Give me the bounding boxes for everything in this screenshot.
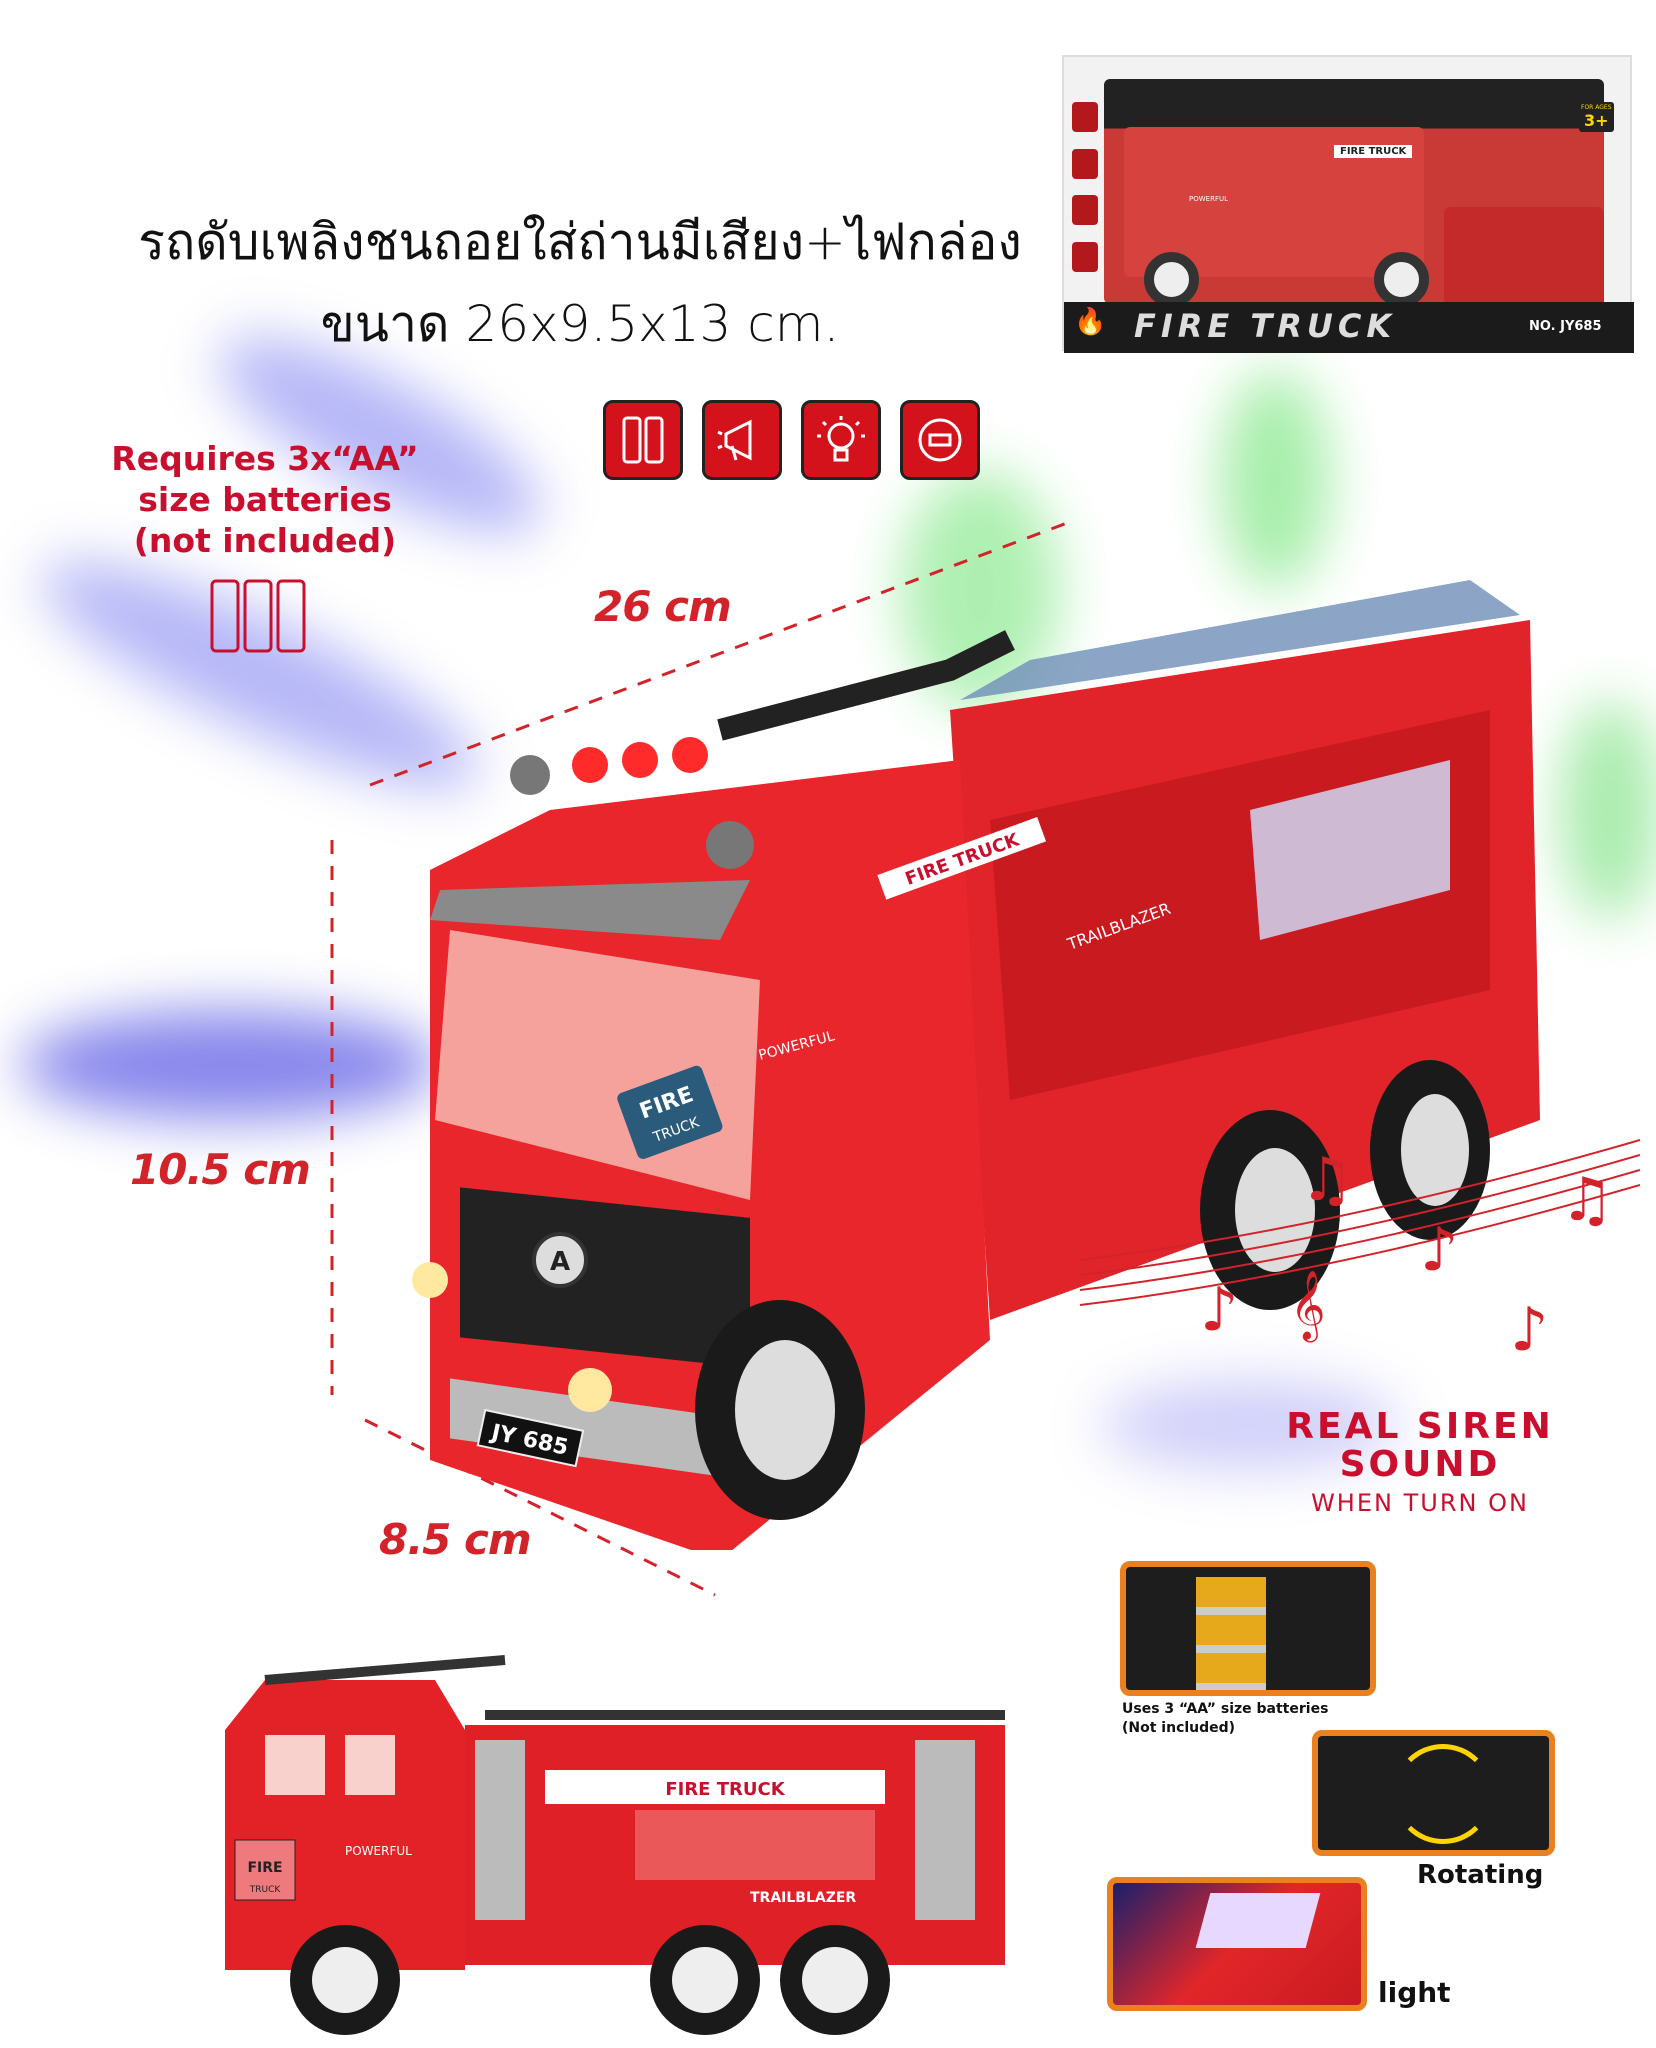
- svg-text:♪: ♪: [1200, 1275, 1238, 1345]
- caption-line: Uses 3 “AA” size batteries: [1122, 1701, 1329, 1717]
- battery-icon: [603, 400, 683, 480]
- water-cannon: [717, 630, 1015, 741]
- megaphone-icon: [1072, 148, 1098, 179]
- rotating-caption: Rotating: [1417, 1860, 1544, 1890]
- battery-icon: [1072, 102, 1098, 132]
- siren-line: REAL SIREN: [1286, 1406, 1554, 1447]
- batteries-icon: [210, 579, 306, 653]
- light-bulb-icon: [801, 400, 881, 480]
- bumper: [450, 1378, 750, 1481]
- siren-subline: WHEN TURN ON: [1311, 1489, 1529, 1517]
- green-light-beam: [1220, 370, 1330, 590]
- svg-text:♪: ♪: [1420, 1215, 1458, 1285]
- product-title-thai: รถดับเพลิงชนถอยใส่ถ่านมีเสียง+ไฟกล่อง: [138, 213, 1022, 271]
- box-decal: FIRE TRUCK: [1334, 145, 1413, 158]
- wheels: [695, 1060, 1490, 1520]
- battery-caption: Uses 3 “AA” size batteries (Not included…: [1122, 1700, 1328, 1738]
- green-light-beam: [1560, 700, 1656, 920]
- height-dimension: 10.5 cm: [130, 1145, 311, 1194]
- age-value: 3+: [1583, 111, 1609, 130]
- logo-text: A: [550, 1247, 570, 1277]
- music-notes-icon: 𝄞♫♪♫♪♪: [1080, 1139, 1640, 1365]
- powerful-decal: POWERFUL: [345, 1844, 412, 1858]
- headlight: [412, 1262, 448, 1298]
- battery-requirement: Requires 3x“AA” size batteries (not incl…: [50, 438, 480, 561]
- box-powerful-decal: POWERFUL: [1189, 195, 1228, 203]
- product-size: ขนาด 26x9.5x13 cm.: [320, 295, 840, 353]
- wheel: [1374, 252, 1429, 307]
- light-panel: [1250, 760, 1450, 940]
- light-bulb-icon: [1072, 195, 1098, 226]
- grille-logo: [532, 1232, 588, 1288]
- wheel: [1144, 252, 1199, 307]
- light-caption: light: [1378, 1976, 1451, 2009]
- age-label: FOR AGES: [1581, 104, 1612, 111]
- battery-note-line: Requires 3x“AA”: [111, 439, 419, 478]
- cab-roof: [430, 880, 750, 940]
- siren-feature: REAL SIREN SOUND WHEN TURN ON: [1240, 1408, 1600, 1518]
- truck-decal: FIRE TRUCK: [665, 1779, 785, 1800]
- side-fire-truck-image: FIRE TRUCK TRAILBLAZER POWERFUL FIRE TRUC…: [225, 1655, 1005, 2035]
- svg-text:𝄞: 𝄞: [1290, 1270, 1325, 1342]
- rotating-wheel-image: [1312, 1730, 1555, 1856]
- trailblazer-decal: TRAILBLAZER: [750, 1890, 856, 1906]
- rotate-icon: [900, 400, 980, 480]
- megaphone-icon: [702, 400, 782, 480]
- caption-line: (Not included): [1122, 1720, 1236, 1736]
- battery-compartment-image: [1120, 1561, 1376, 1696]
- grille: [460, 1187, 750, 1368]
- headlight: [568, 1368, 612, 1412]
- battery-note-line: (not included): [133, 521, 397, 560]
- width-dimension: 8.5 cm: [379, 1515, 532, 1564]
- length-dimension: 26 cm: [594, 582, 732, 631]
- light-feature-image: [1107, 1877, 1367, 2011]
- rotate-icon: [1072, 241, 1098, 272]
- license-plate: [476, 1408, 585, 1468]
- blue-light-beam: [20, 1010, 440, 1120]
- badge-line: TRUCK: [249, 1885, 282, 1895]
- main-fire-truck-image: A JY 685 FIRE TRUCK POWERFUL TRAILBLAZER…: [412, 580, 1540, 1550]
- truck-roof-tank: [960, 580, 1520, 700]
- flame-icon: 🔥: [1074, 307, 1107, 337]
- badge-line: FIRE: [247, 1860, 282, 1876]
- siren-lights: [510, 737, 754, 869]
- siren-line: SOUND: [1339, 1444, 1501, 1485]
- box-brand: FIRE TRUCK: [1134, 307, 1397, 345]
- svg-text:♫: ♫: [1300, 1145, 1354, 1215]
- box-model: NO. JY685: [1529, 319, 1602, 334]
- batteries: [1196, 1577, 1266, 1690]
- box-small-truck: [1444, 207, 1604, 307]
- blue-light-beam: [1100, 1380, 1400, 1470]
- box-feature-icons: [1072, 102, 1098, 272]
- svg-text:♪: ♪: [1510, 1295, 1548, 1365]
- svg-text:♫: ♫: [1560, 1165, 1614, 1235]
- rotate-arrows-icon: [1393, 1744, 1493, 1844]
- lit-panel: [1195, 1893, 1321, 1948]
- battery-note-line: size batteries: [138, 480, 392, 519]
- wheels: [290, 1925, 890, 2035]
- box-bottom-band: [1064, 302, 1634, 353]
